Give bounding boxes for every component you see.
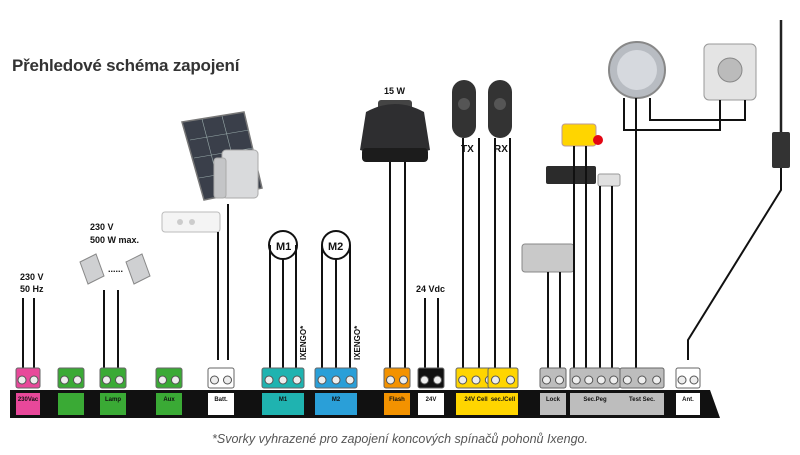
terminal-screw bbox=[471, 375, 481, 385]
terminal-sec-peg: Sec.Peg bbox=[569, 367, 621, 415]
terminal-label: Test Sec. bbox=[629, 397, 655, 403]
terminal-screw bbox=[596, 375, 606, 385]
motor-m1-label: M1 bbox=[276, 241, 291, 253]
lamp-power-label: 500 W max. bbox=[90, 235, 139, 245]
terminal-unlabeled bbox=[57, 367, 85, 415]
terminal-screw bbox=[433, 375, 442, 385]
terminal-label: 24V bbox=[426, 397, 437, 403]
terminal-screw bbox=[317, 375, 327, 385]
terminal-screw bbox=[399, 375, 408, 385]
motor-m2-label: M2 bbox=[328, 241, 343, 253]
safety-edge-icon bbox=[546, 166, 621, 187]
terminal-ant-: Ant. bbox=[675, 367, 701, 415]
terminal-label: Sec.Peg bbox=[583, 397, 607, 403]
terminal-screw bbox=[542, 375, 551, 385]
terminal-label: M1 bbox=[279, 397, 288, 403]
terminal-screw bbox=[17, 375, 27, 385]
terminal-screw bbox=[571, 375, 581, 385]
terminal-screw bbox=[223, 375, 232, 385]
dc-voltage-label: 24 Vdc bbox=[416, 284, 445, 294]
flashing-light-icon bbox=[360, 100, 430, 162]
terminal-screw bbox=[677, 375, 687, 385]
ixengo-m2-label: IXENGO* bbox=[353, 325, 362, 360]
terminal-screw bbox=[609, 375, 619, 385]
battery-module-icon bbox=[161, 211, 221, 233]
terminal-24v: 24V bbox=[417, 367, 445, 415]
terminal-label: Lock bbox=[546, 397, 561, 403]
terminal-screw bbox=[292, 375, 302, 385]
terminal-screw bbox=[115, 375, 124, 385]
terminal-sec-cell: sec./Cell bbox=[487, 367, 519, 415]
terminal-24v-cell: 24V Cell bbox=[455, 367, 497, 415]
terminal-m2: M2 bbox=[314, 367, 358, 415]
terminal-screw bbox=[345, 375, 355, 385]
terminal-screw bbox=[73, 375, 82, 385]
terminal-screw bbox=[386, 375, 395, 385]
terminal-screw bbox=[210, 375, 219, 385]
terminal-screw bbox=[584, 375, 594, 385]
diagram-title: Přehledové schéma zapojení bbox=[12, 56, 240, 75]
terminal-label: Aux bbox=[163, 397, 175, 403]
terminal-screw bbox=[158, 375, 167, 385]
terminal-flash: Flash bbox=[383, 367, 411, 415]
terminal-screw bbox=[29, 375, 39, 385]
rx-label: RX bbox=[494, 144, 508, 155]
terminal-screw bbox=[60, 375, 69, 385]
terminal-lamp: Lamp bbox=[99, 367, 127, 415]
terminal-label: 230Vac bbox=[18, 397, 39, 403]
terminal-label: Batt. bbox=[214, 397, 228, 403]
photocell-tx-icon bbox=[452, 80, 476, 138]
terminal-m1: M1 bbox=[261, 367, 305, 415]
terminal-label: M2 bbox=[332, 397, 341, 403]
flash-power-label: 15 W bbox=[384, 86, 406, 96]
terminal-screw bbox=[458, 375, 468, 385]
terminal-screw bbox=[637, 375, 647, 385]
key-switch-icon bbox=[703, 43, 757, 101]
terminal-label: 24V Cell bbox=[464, 397, 488, 403]
mains-voltage-label: 230 V bbox=[20, 272, 44, 282]
terminal-screw bbox=[102, 375, 111, 385]
footnote: *Svorky vyhrazené pro zapojení koncových… bbox=[212, 432, 588, 446]
photocell-rx-icon bbox=[488, 80, 512, 138]
terminal-screw bbox=[506, 375, 515, 385]
terminal-lock: Lock bbox=[539, 367, 567, 415]
wires bbox=[22, 98, 782, 368]
terminal-test-sec-: Test Sec. bbox=[619, 367, 665, 415]
terminal-aux: Aux bbox=[155, 367, 183, 415]
terminal-screw bbox=[555, 375, 564, 385]
terminal-label: Ant. bbox=[682, 397, 694, 403]
lamp-dots: ...... bbox=[108, 264, 123, 274]
mains-frequency-label: 50 Hz bbox=[20, 284, 44, 294]
antenna-icon bbox=[772, 20, 790, 168]
terminal-screw bbox=[171, 375, 180, 385]
terminal-screw bbox=[264, 375, 274, 385]
tx-label: TX bbox=[461, 144, 474, 155]
terminal-label: sec./Cell bbox=[491, 397, 516, 403]
terminal-label: Flash bbox=[389, 397, 405, 403]
terminal-screw bbox=[278, 375, 288, 385]
terminal-label: Lamp bbox=[105, 397, 121, 403]
terminal-screw bbox=[420, 375, 429, 385]
battery-box-icon bbox=[213, 149, 259, 199]
terminal-screw bbox=[689, 375, 699, 385]
terminal-screw bbox=[331, 375, 341, 385]
terminal-batt-: Batt. bbox=[207, 367, 235, 415]
keypad-icon bbox=[608, 41, 666, 99]
lamp-voltage-label: 230 V bbox=[90, 222, 114, 232]
terminal-230vac: 230Vac bbox=[15, 367, 41, 415]
lamp-icon bbox=[79, 253, 151, 285]
electric-lock-icon bbox=[521, 243, 575, 273]
push-button-icon bbox=[561, 123, 603, 147]
terminal-screw bbox=[491, 375, 500, 385]
ixengo-m1-label: IXENGO* bbox=[299, 325, 308, 360]
terminal-screw bbox=[652, 375, 662, 385]
terminal-screw bbox=[622, 375, 632, 385]
